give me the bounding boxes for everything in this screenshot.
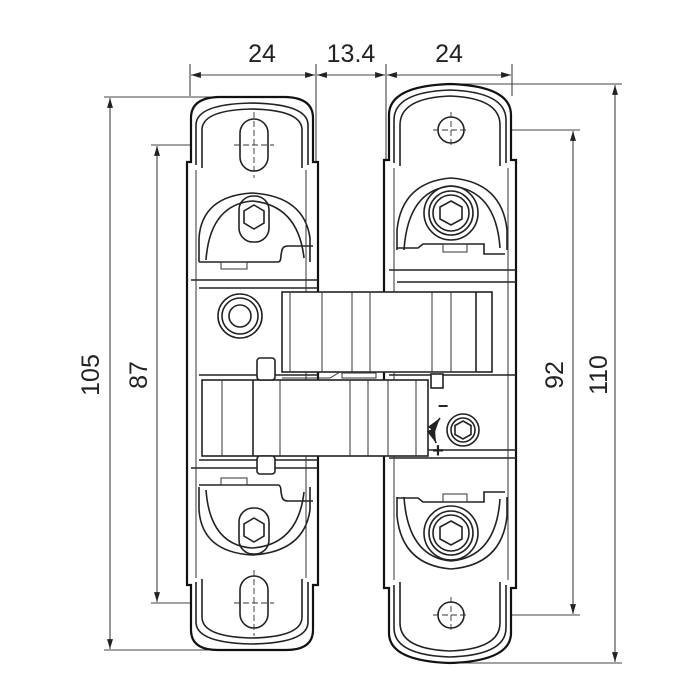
dim-right-hole-spacing: 92 <box>541 361 569 389</box>
hex-screw-icon <box>243 517 265 543</box>
minus-symbol: − <box>438 396 449 416</box>
dim-left-hole-spacing: 87 <box>125 361 153 389</box>
left-hinge-leaf <box>185 95 320 652</box>
top-dimensions: 24 13.4 24 <box>189 40 513 300</box>
dim-right-leaf-width: 24 <box>435 40 463 68</box>
dim-left-leaf-width: 24 <box>248 40 276 68</box>
adjust-direction-arrow-icon <box>426 417 441 444</box>
right-hinge-leaf <box>382 82 518 665</box>
height-adjust-screw <box>423 185 479 241</box>
hex-screw-icon <box>243 204 265 230</box>
pivot-screw <box>217 293 263 339</box>
depth-adjust-screw <box>446 413 480 447</box>
hex-screw-icon <box>454 420 472 440</box>
dim-left-overall-height: 105 <box>77 354 105 396</box>
right-dimensions: 92 110 <box>450 83 622 664</box>
plus-symbol: + <box>432 440 444 462</box>
hinge-arm-assembly: − + <box>201 291 493 475</box>
dim-right-overall-height: 110 <box>585 355 613 395</box>
hex-screw-icon <box>439 520 463 546</box>
height-adjust-screw <box>423 505 479 561</box>
hex-screw-icon <box>439 200 463 226</box>
dim-gap-width: 13.4 <box>327 40 376 68</box>
